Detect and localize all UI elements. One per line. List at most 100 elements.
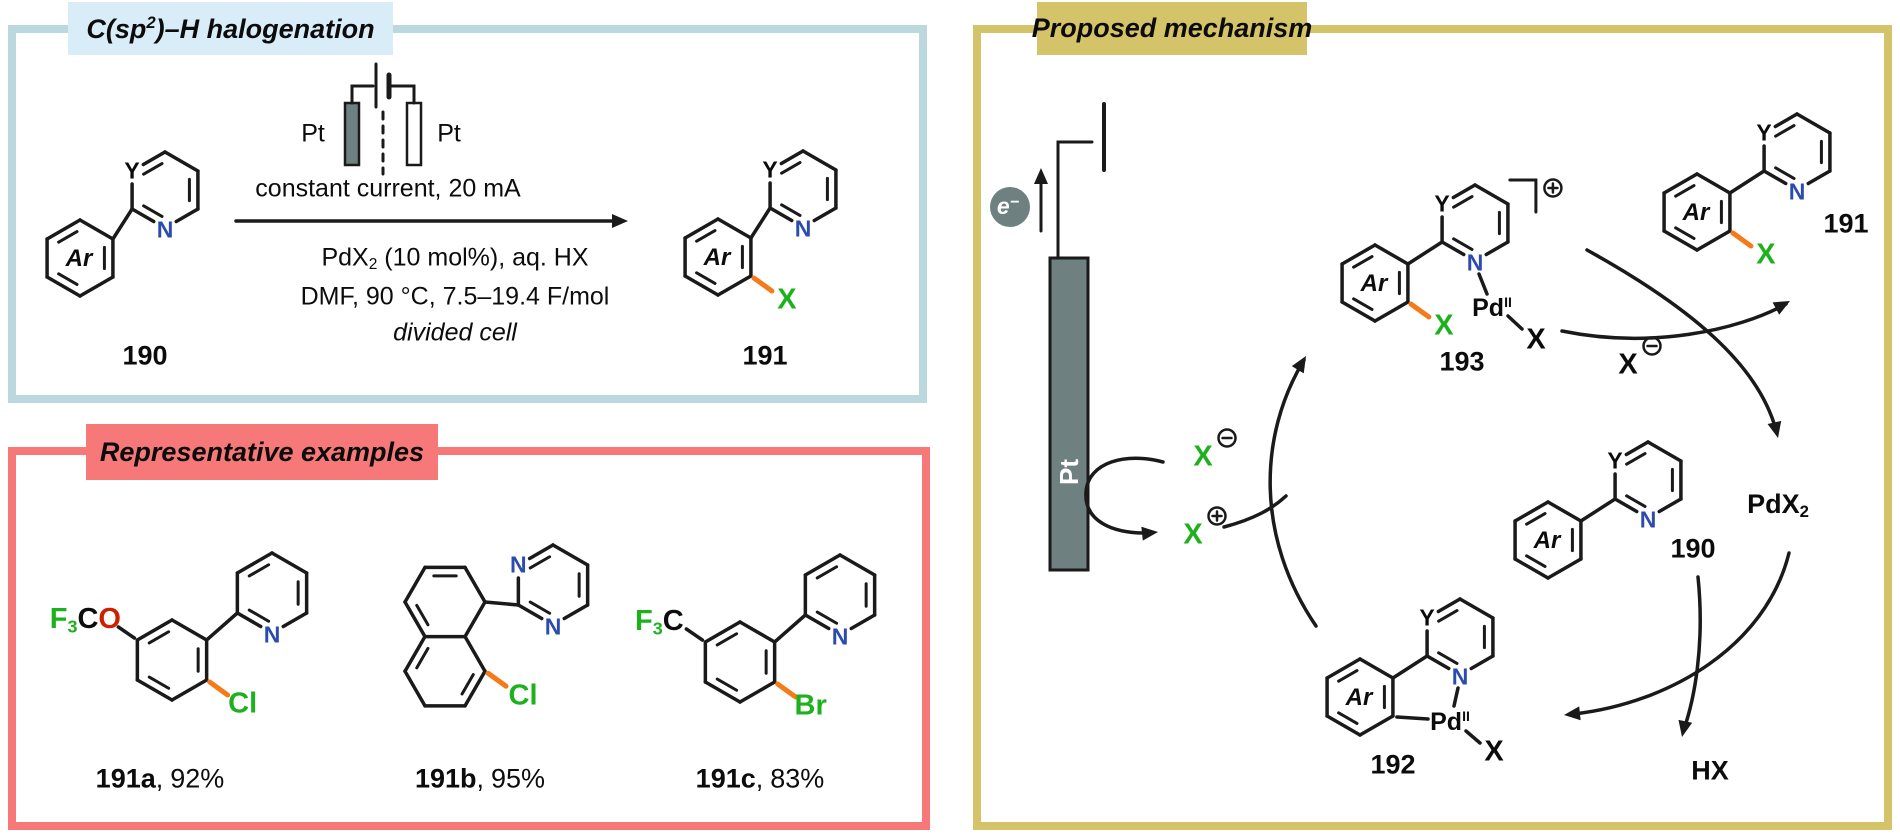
n1-atom-label-text: N — [510, 551, 527, 578]
ring-bond — [78, 275, 115, 298]
halogen-atom-label-text: X — [1756, 238, 1776, 271]
x-plus-label: X — [1183, 518, 1203, 551]
conditions-current-text: constant current, 20 mA — [255, 174, 521, 203]
x-minus-label: X — [1193, 442, 1212, 472]
ring-double-bond — [715, 632, 739, 647]
ring-bond — [801, 149, 838, 172]
aryl-azine-bond — [1406, 240, 1444, 266]
ring-bond — [779, 149, 805, 166]
ring-bond — [1546, 557, 1583, 580]
example-yield-label-text: 191b — [414, 763, 477, 794]
aryl-azine-bond — [1391, 654, 1429, 680]
ring-bond — [716, 274, 753, 297]
ar-label: Ar — [704, 246, 731, 270]
y-atom-label: Y — [1434, 192, 1449, 216]
arc-to-hx — [1682, 575, 1702, 731]
ring-double-bond — [1337, 669, 1359, 683]
halogen-atom-label: X — [1434, 311, 1453, 341]
ring-bond — [463, 565, 487, 604]
ring-double-bond — [1337, 711, 1359, 725]
electron-circle — [990, 187, 1030, 227]
ring-bond — [803, 553, 842, 577]
product-191-label-text: 191 — [742, 340, 788, 371]
ring-double-bond — [715, 677, 739, 692]
pt-left-label: Pt — [301, 119, 325, 148]
conditions-catalyst-text: 2 — [368, 256, 378, 274]
ring-bond — [1440, 240, 1466, 257]
y-atom-label-text: Y — [1607, 447, 1623, 474]
ar-label: Ar — [66, 247, 93, 271]
halogenation-title: C(sp2)–H halogenation — [86, 12, 375, 44]
x-minus-black-label-text: X — [1618, 348, 1638, 381]
conditions-solvent-text: DMF, 90 °C, 7.5–19.4 F/mol — [300, 282, 610, 311]
ring-bond — [1546, 500, 1583, 523]
ring-bond — [1358, 714, 1395, 737]
ring-bond — [174, 207, 200, 224]
x-plus-label-text: X — [1183, 518, 1203, 551]
ar-label-text: Ar — [1533, 527, 1561, 554]
n-atom-label-text: N — [794, 215, 812, 242]
ring-bond — [1373, 300, 1410, 323]
y-atom-label-text: Y — [762, 156, 778, 183]
ar-label: Ar — [1346, 686, 1373, 710]
n-atom-label: N — [794, 215, 812, 242]
aryl-azine-bond — [1579, 497, 1617, 523]
ring-bond — [768, 206, 794, 223]
ring-bond — [703, 680, 742, 704]
halogenation-panel — [8, 25, 927, 403]
arc-192-to-193 — [1268, 358, 1318, 628]
n-atom-label-text: N — [1788, 178, 1806, 205]
arc-193-to-191-head — [1772, 301, 1790, 315]
y-atom-label-text: Y — [1419, 604, 1435, 631]
n-atom-label: N — [1788, 178, 1806, 205]
ring-bond — [403, 634, 427, 673]
ring-double-bond — [1452, 237, 1474, 251]
electrode-redox-arrow-head — [1141, 526, 1158, 541]
mech-192-label: 192 — [1370, 751, 1415, 779]
n-atom-label: N — [831, 623, 849, 650]
ring-bond — [849, 613, 877, 631]
pd-x-label: X — [1484, 737, 1503, 767]
examples-title-chip: Representative examples — [86, 424, 438, 480]
ring-double-bond — [142, 204, 164, 218]
n-atom-label-text: N — [263, 621, 281, 648]
ring-double-bond — [780, 203, 802, 217]
ring-bond — [170, 678, 209, 702]
pd-label-text: Pd — [1430, 708, 1463, 737]
ring-double-bond — [142, 162, 164, 176]
ring-double-bond — [1625, 494, 1647, 508]
mech-hx-label: HX — [1691, 757, 1729, 785]
ring-bond — [135, 678, 174, 702]
example-yield-label-text: 191a — [95, 763, 156, 794]
ring-bond — [1340, 300, 1377, 323]
n-atom-label-text: N — [1451, 663, 1469, 690]
example-yield-label-text: , — [155, 763, 164, 794]
aryl-azine-bond — [204, 611, 240, 642]
ring-double-bond — [1437, 609, 1459, 623]
substituent-label-text: F — [635, 604, 653, 637]
example-yield-label: 191b,95% — [414, 763, 546, 794]
ring-double-bond — [1437, 651, 1459, 665]
new-halogen-bond — [751, 275, 775, 294]
x-minus-black-label: X — [1618, 348, 1638, 381]
mech-pdx2-label-text: 2 — [1799, 502, 1809, 522]
ring-bond — [1325, 714, 1362, 737]
halogen-atom-label: Cl — [228, 689, 257, 719]
n-pd-bond — [1452, 686, 1460, 708]
ring-bond — [1436, 597, 1462, 614]
ar-label-text: Ar — [1345, 684, 1373, 711]
halogenation-title-chip: C(sp2)–H halogenation — [68, 2, 393, 55]
ring-bond — [1613, 497, 1639, 514]
conditions-cell-text: divided cell — [393, 318, 517, 347]
y-atom-label: Y — [1607, 447, 1623, 474]
y-atom-label: Y — [1756, 121, 1771, 145]
ar-label-text: Ar — [1682, 199, 1710, 226]
ring-bond — [270, 551, 309, 575]
mech-191-label: 191 — [1823, 208, 1869, 239]
example-yield-label-text: 95% — [491, 763, 546, 794]
n-pd-bond — [1477, 272, 1489, 296]
mech-191-label-text: 191 — [1823, 208, 1869, 239]
new-halogen-bond — [1730, 230, 1754, 249]
pt-left-label-text: Pt — [301, 119, 325, 148]
n-atom-label-text: N — [831, 623, 849, 650]
